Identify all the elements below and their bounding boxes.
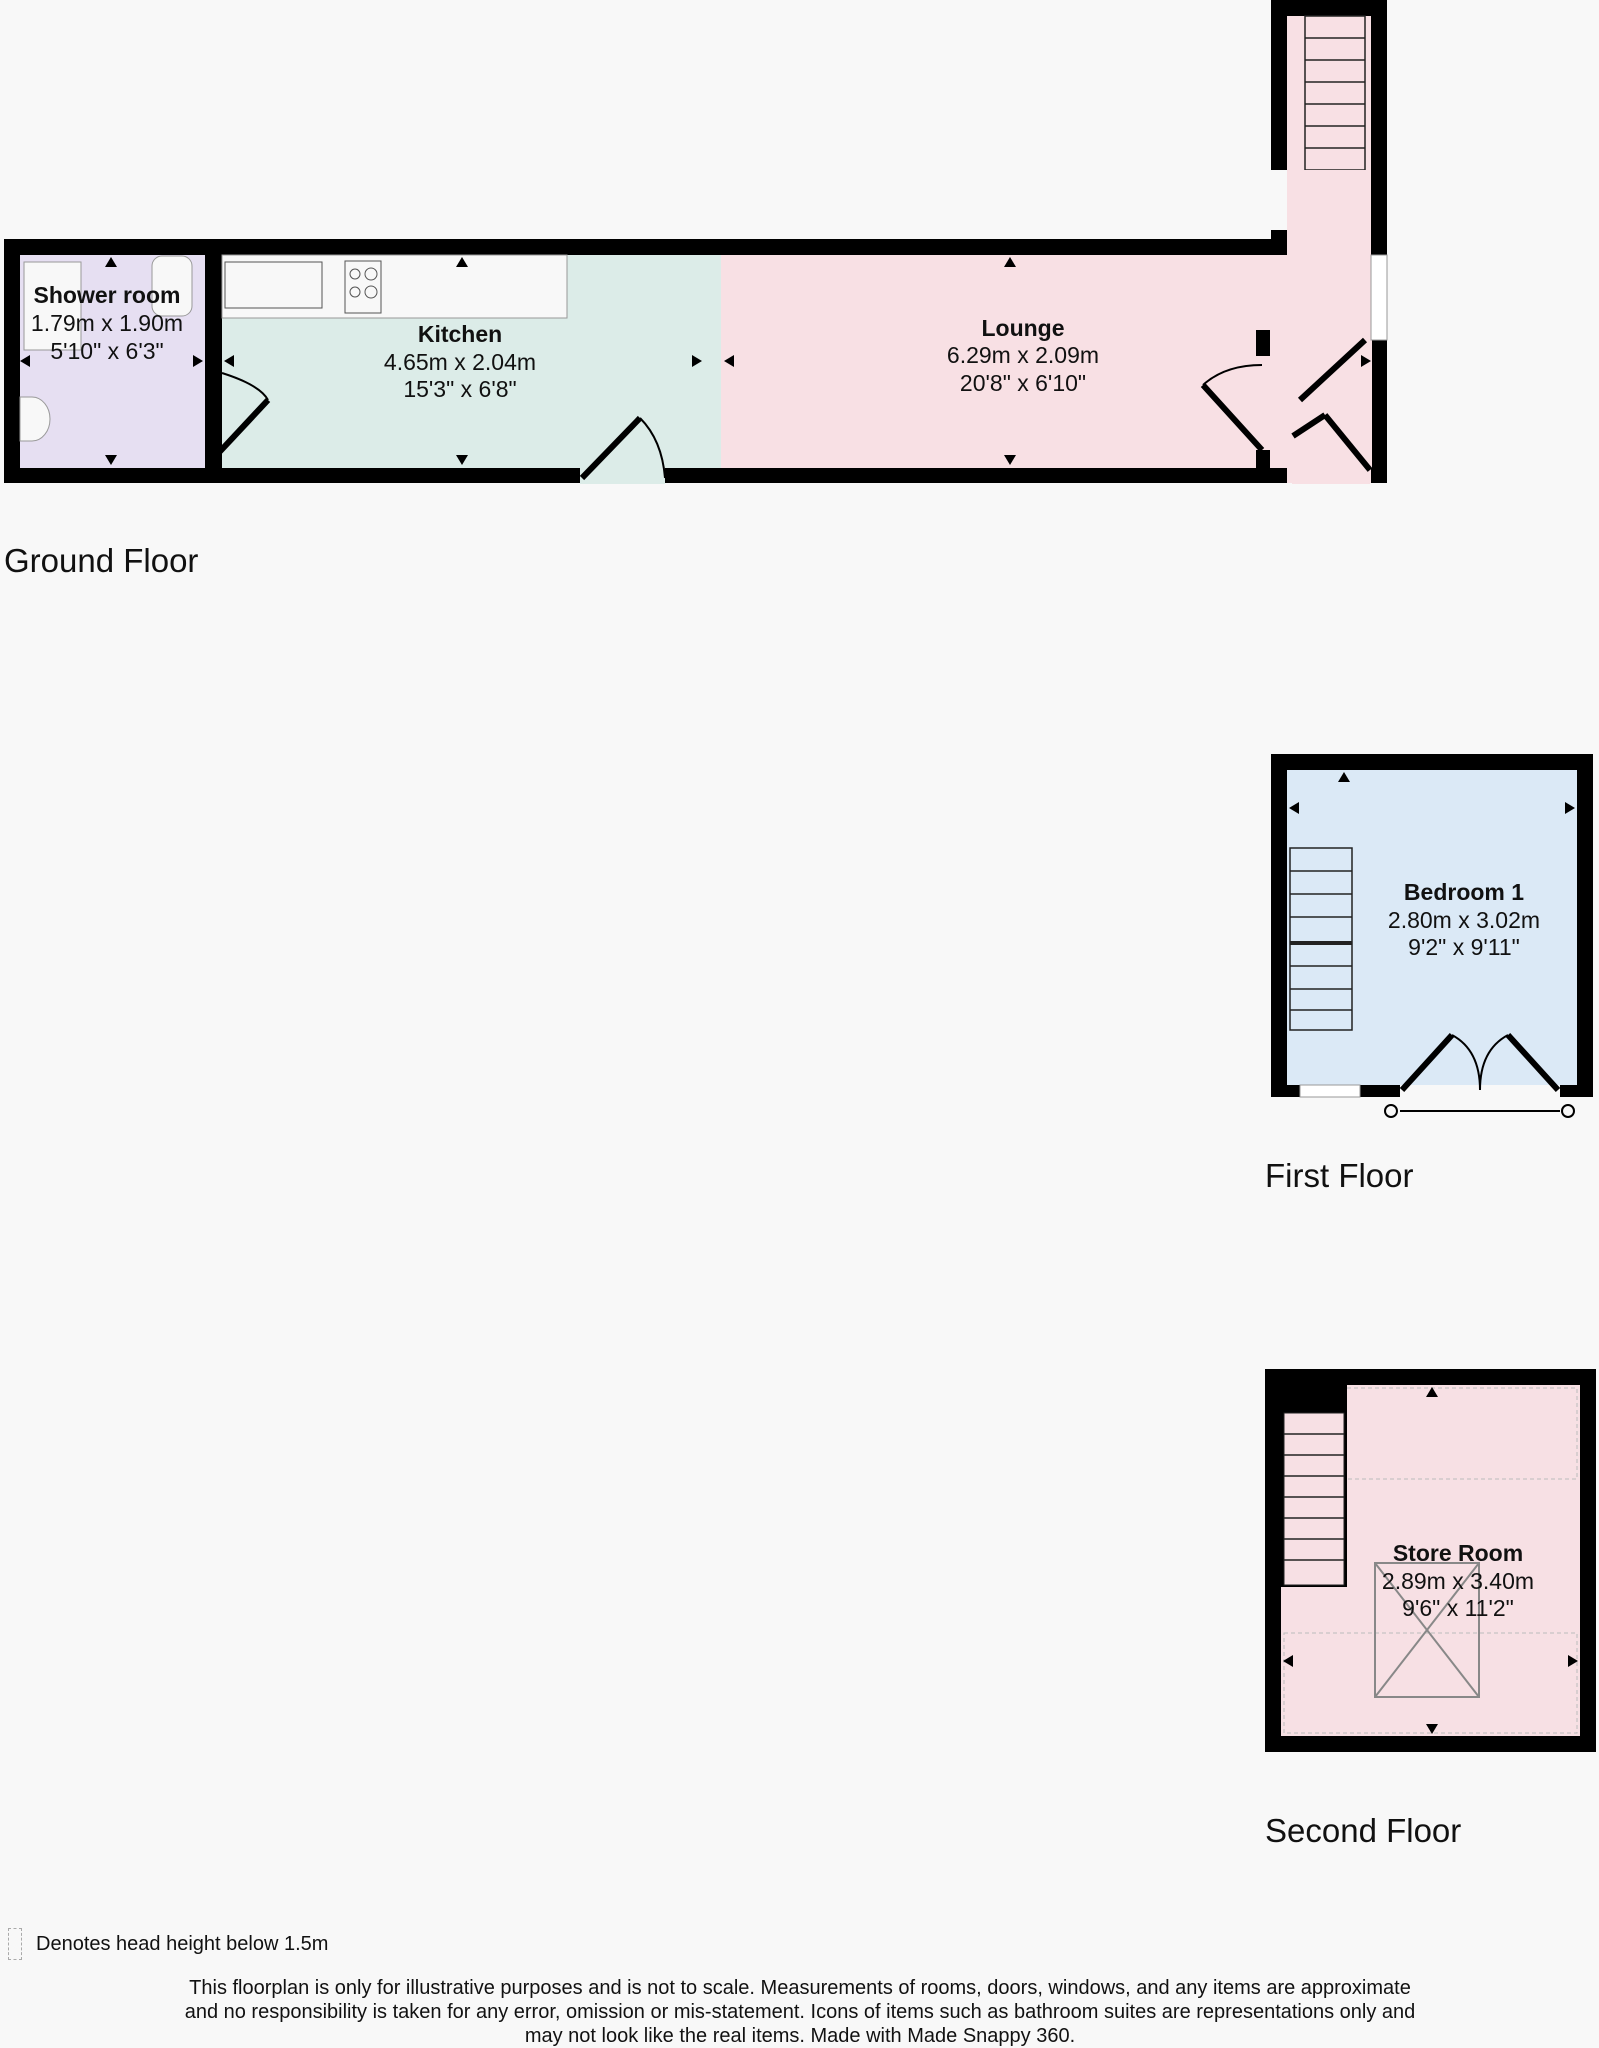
room-metric-bedroom: 2.80m x 3.02m — [1388, 907, 1540, 933]
room-metric-store: 2.89m x 3.40m — [1382, 1568, 1534, 1594]
room-imperial-store: 9'6" x 11'2" — [1402, 1595, 1514, 1621]
room-metric-lounge: 6.29m x 2.09m — [947, 342, 1099, 368]
legend-text: Denotes head height below 1.5m — [36, 1932, 329, 1955]
disclaimer-line: and no responsibility is taken for any e… — [184, 2001, 1416, 2023]
french-door-right[interactable] — [1505, 1032, 1561, 1093]
hob-icon — [344, 260, 382, 314]
low-head-height-area — [1283, 1632, 1578, 1734]
disclaimer-line: This floorplan is only for illustrative … — [189, 1977, 1411, 1999]
room-name-store: Store Room — [1393, 1540, 1523, 1566]
first-floor-plan: Bedroom 1 2.80m x 3.02m 9'2" x 9'11" Fir… — [1265, 754, 1593, 1194]
room-metric-shower: 1.79m x 1.90m — [31, 310, 183, 336]
room-imperial-shower: 5'10" x 6'3" — [50, 338, 163, 364]
disclaimer: This floorplan is only for illustrative … — [150, 1976, 1450, 2048]
legend: Denotes head height below 1.5m — [8, 1928, 328, 1960]
shower-tray-icon — [23, 261, 82, 351]
room-imperial-kitchen: 15'3" x 6'8" — [403, 376, 516, 402]
dimension-arrows — [20, 257, 1371, 465]
dimension-arrows — [1283, 1387, 1578, 1734]
toilet-icon — [151, 255, 193, 317]
room-name-kitchen: Kitchen — [418, 321, 502, 347]
shower-room-door[interactable] — [209, 397, 271, 463]
room-imperial-bedroom: 9'2" x 9'11" — [1408, 934, 1520, 960]
ground-floor-plan: Shower room 1.79m x 1.90m 5'10" x 6'3" K… — [4, 0, 1388, 579]
lounge-door[interactable] — [1200, 382, 1265, 453]
disclaimer-line: may not look like the real items. Made w… — [524, 2025, 1076, 2047]
floor-label-first: First Floor — [1265, 1157, 1414, 1194]
room-metric-kitchen: 4.65m x 2.04m — [384, 349, 536, 375]
sink-icon — [224, 261, 323, 309]
french-door-left[interactable] — [1399, 1032, 1455, 1093]
room-name-shower: Shower room — [34, 282, 181, 308]
dimension-arrows — [1289, 772, 1575, 814]
floor-label-ground: Ground Floor — [4, 542, 198, 579]
room-name-bedroom: Bedroom 1 — [1404, 879, 1524, 905]
first-staircase — [1289, 847, 1353, 1031]
window — [1370, 254, 1388, 341]
basin-icon — [19, 396, 51, 442]
entrance-door[interactable] — [1291, 412, 1327, 439]
bedroom-floor — [1287, 770, 1577, 1085]
dashed-area-icon — [8, 1928, 22, 1960]
second-floor-plan: Store Room 2.89m x 3.40m 9'6" x 11'2" Se… — [1265, 1369, 1596, 1849]
window — [1299, 1084, 1361, 1098]
kitchen-worktop — [221, 254, 568, 319]
loft-hatch — [1374, 1562, 1480, 1698]
front-door[interactable] — [579, 415, 643, 481]
front-door-opening — [580, 468, 665, 484]
room-name-lounge: Lounge — [981, 315, 1064, 341]
second-staircase — [1284, 1433, 1344, 1561]
floor-label-second: Second Floor — [1265, 1812, 1461, 1849]
room-imperial-lounge: 20'8" x 6'10" — [960, 370, 1086, 396]
lounge-floor — [721, 255, 1372, 468]
